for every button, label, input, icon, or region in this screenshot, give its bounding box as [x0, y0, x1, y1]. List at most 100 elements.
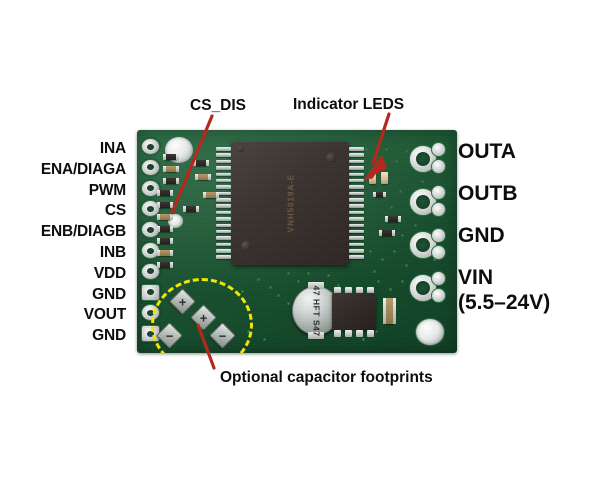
callout-optional-capacitor-footprints: Optional capacitor footprints	[220, 369, 433, 386]
pin-label-vdd: VDD	[93, 264, 126, 282]
ic-lead	[216, 217, 231, 221]
bulk-capacitor	[383, 298, 396, 324]
ic-lead	[349, 236, 364, 240]
ic-marking-text: VNH5019A-E	[286, 173, 295, 233]
ic-lead	[216, 191, 231, 196]
led-resistor	[373, 192, 386, 197]
ic-lead	[216, 166, 231, 170]
pad-label-gnd: GND	[458, 224, 505, 247]
pcb-via	[390, 206, 393, 209]
power-pad-outa	[409, 142, 446, 174]
power-pad-small-hole	[431, 271, 446, 286]
left-pin-label-column: INA ENA/DIAGA PWM CS ENB/DIAGB INB VDD G…	[0, 139, 132, 347]
pcb-via	[287, 272, 290, 275]
ic-lead	[216, 147, 231, 151]
ic-lead	[349, 153, 364, 157]
smd-component	[195, 174, 211, 180]
ic-lead	[216, 204, 231, 208]
smd-component	[157, 190, 173, 196]
pin-label-enb-diagb: ENB/DIAGB	[40, 223, 126, 241]
pcb-via	[389, 288, 392, 291]
ic-lead	[216, 229, 231, 234]
pin-label-cs: CS	[104, 202, 126, 220]
soic-pin	[367, 330, 374, 337]
ic-lead	[349, 185, 364, 189]
main-driver-ic: VNH5019A-E	[232, 141, 349, 265]
ic-lead	[349, 204, 364, 208]
pad-hole	[147, 268, 154, 275]
smd-component	[193, 160, 209, 166]
pad-hole	[147, 226, 154, 233]
pad-hole	[147, 164, 154, 171]
pcb-via	[414, 224, 417, 227]
ic-lead	[216, 185, 231, 189]
pcb-via	[241, 290, 244, 293]
through-hole-pad-ina	[141, 138, 160, 155]
ic-lead	[216, 159, 231, 164]
power-pad-small-hole	[431, 245, 446, 260]
pad-hole	[147, 143, 154, 150]
power-pad-outb	[409, 185, 446, 217]
pcb-via	[369, 250, 372, 253]
ic-lead	[349, 217, 364, 221]
pad-label-outa: OUTA	[458, 140, 516, 163]
smd-component	[385, 216, 401, 222]
ic-lead	[349, 147, 364, 151]
pcb-via	[385, 148, 388, 151]
pcb-via	[433, 258, 436, 261]
pin-label-inb: INB	[99, 243, 126, 261]
ic-lead	[216, 236, 231, 240]
ic-lead	[349, 242, 364, 247]
pcb-via	[401, 234, 404, 237]
pin-label-gnd-lower: GND	[92, 327, 126, 345]
ic-pins-left	[216, 147, 231, 259]
ic-lead	[349, 191, 364, 196]
smd-component	[163, 154, 179, 160]
ic-lead	[349, 172, 364, 176]
pin-label-ina: INA	[99, 140, 126, 157]
through-hole-pad-pwm	[141, 179, 160, 197]
ic-pin1-dot	[238, 146, 244, 152]
pcb-via	[399, 190, 402, 193]
ic-lead	[216, 198, 231, 202]
ic-pins-right	[349, 147, 364, 259]
pcb-via	[327, 274, 330, 277]
smd-component	[183, 206, 199, 212]
pcb-via	[393, 250, 396, 253]
pad-hole	[147, 247, 154, 254]
ic-lead	[216, 223, 231, 227]
pad-hole	[147, 330, 154, 337]
pcb-via	[307, 272, 310, 275]
pcb-via	[401, 280, 404, 283]
through-hole-pad-enb-diagb	[141, 221, 160, 239]
pcb-via	[269, 286, 272, 289]
pcb-via	[405, 150, 408, 153]
capacitor-tab-top	[308, 282, 324, 289]
callout-cs-dis: CS_DIS	[190, 97, 246, 114]
pcb-via	[405, 264, 408, 267]
power-pad-small-hole	[431, 159, 446, 174]
pad-hole	[147, 185, 154, 192]
indicator-led-a	[369, 172, 376, 184]
pad-hole	[147, 289, 154, 296]
ic-lead	[216, 153, 231, 157]
through-hole-pad-gnd	[141, 283, 160, 301]
ic-lead	[216, 242, 231, 247]
smd-component	[157, 202, 173, 208]
pcb-via	[362, 338, 365, 341]
pad-hole	[147, 205, 154, 212]
ic-lead	[349, 229, 364, 234]
soic-pin	[345, 330, 352, 337]
smd-component	[379, 230, 395, 236]
ic-dimple-bottom-left	[241, 241, 251, 251]
power-pad-gnd	[409, 228, 446, 260]
power-pad-small-hole	[431, 202, 446, 217]
ic-lead	[349, 198, 364, 202]
pin-label-vout: VOUT	[83, 306, 126, 324]
ic-lead	[349, 255, 364, 259]
soic-pin	[334, 330, 341, 337]
pcb-via	[395, 160, 398, 163]
mounting-hole-bottom-right	[415, 318, 445, 346]
ic-lead	[349, 210, 364, 215]
